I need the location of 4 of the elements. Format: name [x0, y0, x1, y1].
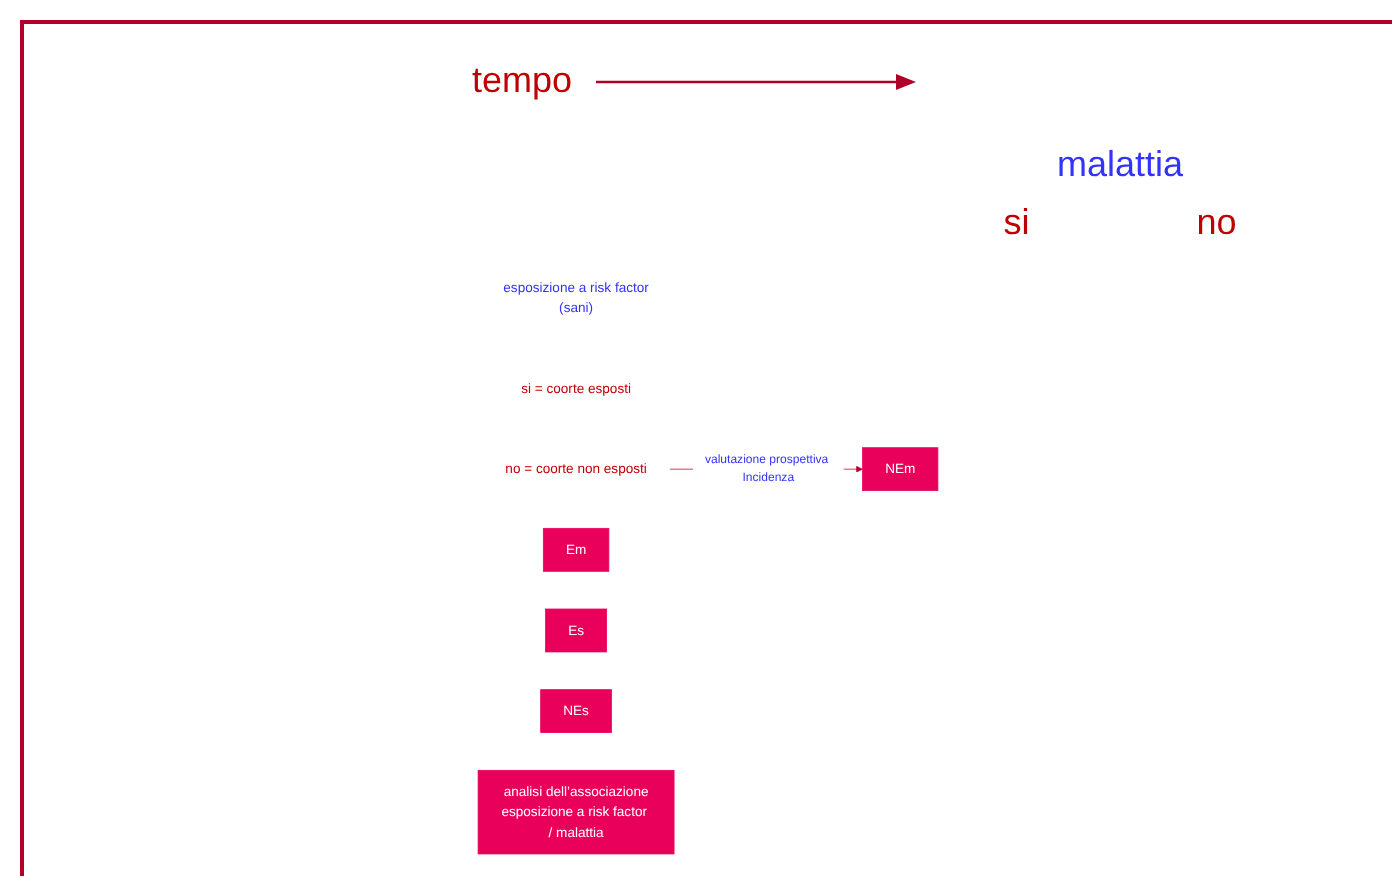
column-heading: malattia — [1054, 144, 1186, 186]
column-label: no — [1196, 202, 1237, 244]
axis-label: tempo — [472, 60, 573, 102]
column-label: si — [1003, 202, 1030, 244]
